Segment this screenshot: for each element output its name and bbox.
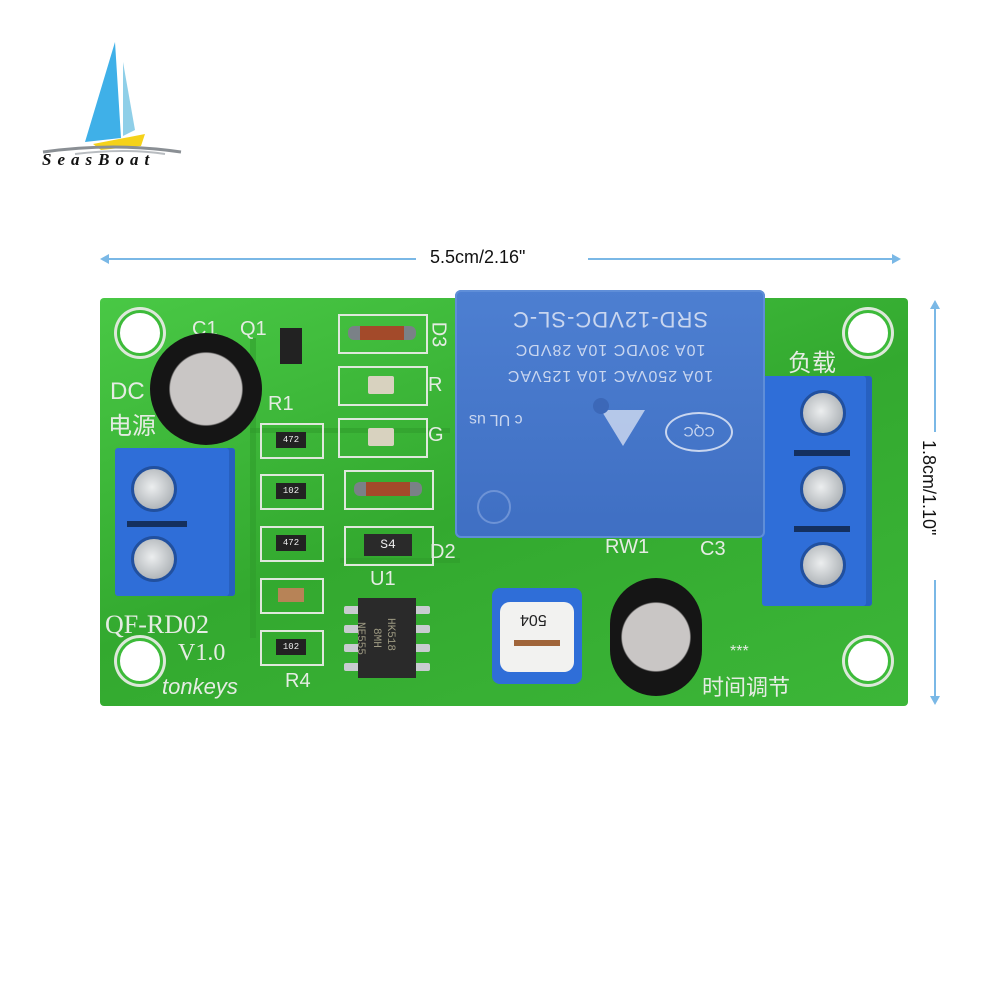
relay-rating-dc: 10A 30VDC 10A 28VDC xyxy=(514,341,706,358)
diode-d2: S4 xyxy=(364,534,412,556)
trace xyxy=(250,338,256,638)
triangle-mark-icon xyxy=(601,410,645,446)
diode-pads xyxy=(344,470,434,510)
resistor-r3: 472 xyxy=(276,535,306,551)
resistor-pads: 472 xyxy=(260,423,324,459)
board-version: V1.0 xyxy=(178,640,226,666)
mounting-hole xyxy=(117,638,163,684)
terminal-divider xyxy=(794,526,850,532)
potentiometer-slot xyxy=(514,640,560,646)
capacitor-pads xyxy=(260,578,324,614)
potentiometer-value: 504 xyxy=(520,611,547,628)
label-r1: R1 xyxy=(268,393,294,415)
label-c3: C3 xyxy=(700,538,726,560)
relay-center-dot xyxy=(593,398,609,414)
led-g-pads xyxy=(338,418,428,458)
label-u1: U1 xyxy=(370,568,396,590)
potentiometer-knob[interactable]: 504 xyxy=(500,602,574,672)
label-rw1: RW1 xyxy=(605,536,650,558)
ic-marking: NE555 xyxy=(354,622,366,656)
arrow-down-icon xyxy=(930,696,940,705)
ic-u1: NE555 8MH HK518 xyxy=(344,598,430,678)
terminal-divider xyxy=(127,521,187,527)
relay-model: SRD-12VDC-SL-C xyxy=(511,307,709,332)
label-r: R xyxy=(428,374,443,396)
ul-cert-mark: c UL us xyxy=(469,411,523,428)
screw-terminal[interactable] xyxy=(800,542,846,588)
dimension-line-left xyxy=(104,258,416,260)
capacitor-c1 xyxy=(150,333,262,445)
diode-d2-pads: S4 xyxy=(344,526,434,566)
mounting-hole xyxy=(845,638,891,684)
resistor-r4: 102 xyxy=(276,639,306,655)
board-model: QF-RD02 xyxy=(105,610,210,639)
diode-d3 xyxy=(348,326,416,340)
diode-d3-pads xyxy=(338,314,428,354)
transistor-q1 xyxy=(280,328,302,364)
ic-body: NE555 8MH HK518 xyxy=(354,598,416,678)
resistor-pads: 102 xyxy=(260,474,324,510)
led-r-pads xyxy=(338,366,428,406)
trace xyxy=(250,428,450,433)
diode xyxy=(354,482,422,496)
label-g: G xyxy=(428,424,444,446)
label-d2: D2 xyxy=(430,541,456,563)
resistor-pads: 472 xyxy=(260,526,324,562)
label-q1: Q1 xyxy=(240,318,267,340)
screw-terminal[interactable] xyxy=(131,466,177,512)
potentiometer-rw1[interactable]: 504 xyxy=(492,588,582,684)
resistor-r1: 472 xyxy=(276,432,306,448)
resistor-pads: 102 xyxy=(260,630,324,666)
brand-logo xyxy=(35,30,195,180)
dimension-line-bottom xyxy=(934,580,936,698)
width-dimension-label: 5.5cm/2.16" xyxy=(430,247,526,267)
led-red xyxy=(368,376,394,394)
arrow-up-icon xyxy=(930,300,940,309)
screw-terminal[interactable] xyxy=(800,390,846,436)
sailboat-icon xyxy=(42,42,182,155)
board-maker: tonkeys xyxy=(162,674,238,699)
screw-terminal[interactable] xyxy=(131,536,177,582)
label-power: 电源 xyxy=(108,413,156,440)
terminal-divider xyxy=(794,450,850,456)
capacitor-c3 xyxy=(610,578,702,696)
mounting-hole xyxy=(117,310,163,356)
dimension-line-top xyxy=(934,306,936,432)
power-terminal-block[interactable] xyxy=(115,448,235,596)
cqc-cert-mark: CQC xyxy=(665,412,733,452)
height-dimension-label: 1.8cm/1.10" xyxy=(919,440,939,536)
resistor-r2: 102 xyxy=(276,483,306,499)
trace xyxy=(340,558,460,563)
dimension-line-right xyxy=(588,258,894,260)
relay: SRD-12VDC-SL-C 10A 30VDC 10A 28VDC 10A 2… xyxy=(455,290,765,538)
arrow-right-icon xyxy=(892,254,901,264)
label-r4: R4 xyxy=(285,670,311,692)
mounting-hole xyxy=(845,310,891,356)
label-d3: D3 xyxy=(427,321,450,348)
led-green xyxy=(368,428,394,446)
relay-circle-mark xyxy=(477,490,511,524)
relay-rating-ac: 10A 250VAC 10A 125VAC xyxy=(506,367,714,384)
label-time-adjust: 时间调节 xyxy=(702,675,791,700)
ic-marking-2: 8MH xyxy=(370,628,382,648)
label-load: 负载 xyxy=(788,350,836,377)
label-dc: DC xyxy=(110,378,145,405)
smd-capacitor xyxy=(278,588,304,602)
label-stars: *** xyxy=(730,643,749,660)
brand-name: SeasBoat xyxy=(42,150,156,169)
load-terminal-block[interactable] xyxy=(762,376,872,606)
screw-terminal[interactable] xyxy=(800,466,846,512)
ic-marking-3: HK518 xyxy=(384,618,396,652)
